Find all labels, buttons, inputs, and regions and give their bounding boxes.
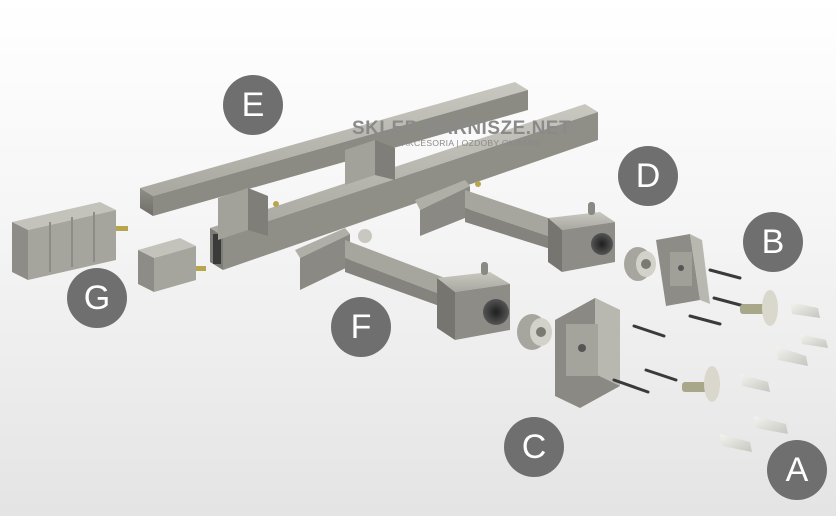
callout-a: A (767, 440, 827, 500)
callout-c: C (504, 417, 564, 477)
end-cap-group (12, 202, 128, 280)
callout-f: F (331, 297, 391, 357)
grub-screw-f (481, 262, 488, 275)
wall-anchors (720, 302, 828, 452)
callout-g: G (67, 268, 127, 328)
spool-rear (624, 247, 656, 281)
callout-d: D (618, 146, 678, 206)
grub-screw-hole (358, 229, 372, 243)
screws (612, 268, 746, 394)
wall-plate-rear (656, 234, 710, 306)
callout-e: E (223, 75, 283, 135)
callout-b: B (743, 212, 803, 272)
grub-screw-d (588, 202, 595, 215)
spool-front (517, 314, 552, 350)
wall-bolts (682, 290, 778, 402)
rod-back (140, 82, 528, 216)
bracket-back-left (218, 188, 279, 240)
bracket-arm-front (295, 228, 510, 340)
watermark-name: SKLEP-KARNISZE.NET (352, 118, 572, 139)
watermark-tagline: AKCESORIA | OZDOBY OKIENNE (402, 138, 543, 148)
end-cap-single (138, 238, 206, 292)
bracket-back-right (345, 140, 395, 185)
wall-plate-front (555, 298, 620, 408)
bracket-arm-rear (415, 180, 615, 272)
watermark: SKLEP-KARNISZE.NET AKCESORIA | OZDOBY OK… (352, 118, 571, 148)
